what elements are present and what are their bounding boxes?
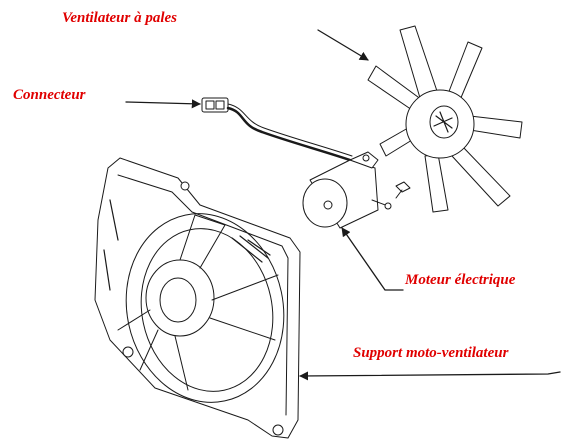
fan-frame-support <box>94 157 301 439</box>
leader-frame <box>299 371 561 381</box>
label-frame-support: Support moto-ventilateur <box>353 345 509 361</box>
mounting-screw <box>395 181 411 199</box>
label-motor: Moteur électrique <box>405 272 516 288</box>
leader-fan <box>317 29 369 61</box>
leader-motor <box>341 227 404 291</box>
bladed-fan <box>367 25 523 213</box>
leader-connector <box>125 99 201 109</box>
leader-lines <box>125 29 561 381</box>
label-fan: Ventilateur à pales <box>62 10 178 26</box>
label-connector: Connecteur <box>13 87 86 103</box>
connector-assembly <box>201 97 353 162</box>
electric-motor <box>302 151 411 229</box>
